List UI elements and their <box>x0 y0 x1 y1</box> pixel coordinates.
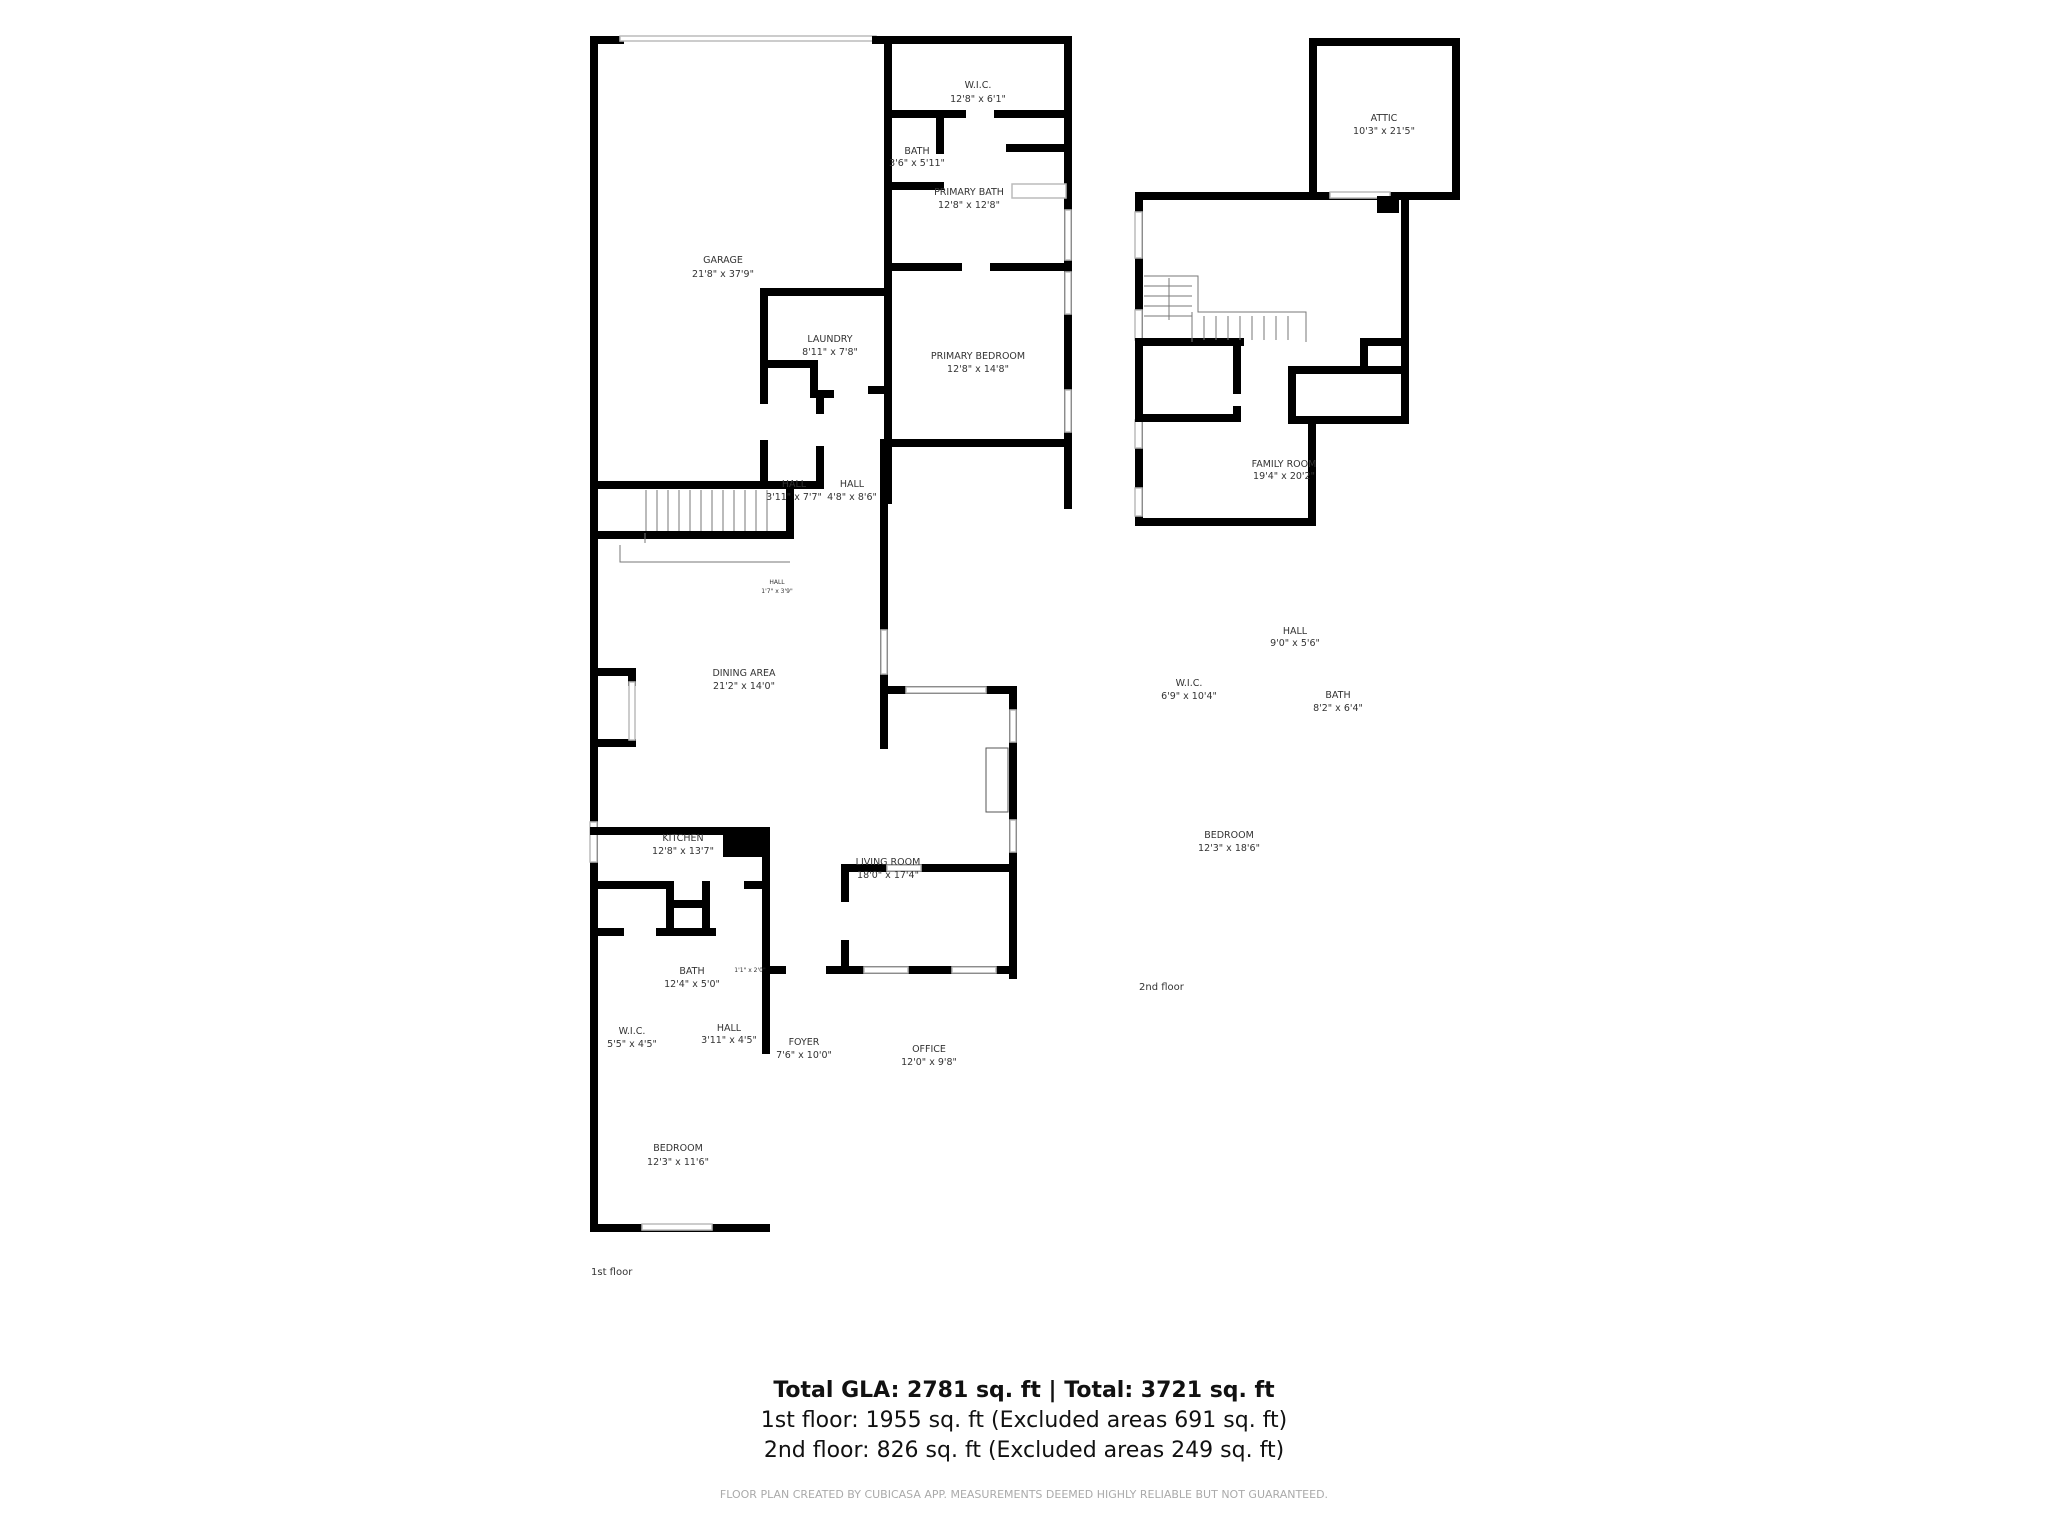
room-laundry: LAUNDRY <box>807 334 852 345</box>
room-dims: 12'8" x 14'8" <box>947 364 1009 375</box>
room-bath: BATH <box>1325 690 1350 701</box>
room-dims: 18'0" x 17'4" <box>857 870 919 881</box>
room-dims: 21'8" x 37'9" <box>692 269 754 280</box>
room-dims: 4'8" x 8'6" <box>827 492 877 503</box>
room-dims: 8'2" x 6'4" <box>1313 703 1363 714</box>
room-dims: 12'8" x 13'7" <box>652 846 714 857</box>
room-living-room: LIVING ROOM <box>856 857 921 868</box>
room-dims: 12'8" x 6'1" <box>950 94 1006 105</box>
room-dims: 7'6" x 10'0" <box>776 1050 832 1061</box>
room-dims: 3'6" x 5'11" <box>889 158 945 169</box>
room-kitchen: KITCHEN <box>662 833 703 844</box>
room-dims: 9'0" x 5'6" <box>1270 638 1320 649</box>
room-garage: GARAGE <box>703 255 743 266</box>
floor-label-2nd: 2nd floor <box>1139 982 1185 993</box>
room-family-room: FAMILY ROOM <box>1252 459 1317 470</box>
second-floor-area: 2nd floor: 826 sq. ft (Excluded areas 24… <box>763 1438 1285 1463</box>
room-dims: 3'11" x 7'7" <box>766 492 822 503</box>
first-floor-area: 1st floor: 1955 sq. ft (Excluded areas 6… <box>760 1408 1288 1433</box>
room-wic: W.I.C. <box>619 1026 646 1037</box>
room-dims: 6'9" x 10'4" <box>1161 691 1217 702</box>
disclaimer: FLOOR PLAN CREATED BY CUBICASA APP. MEAS… <box>719 1488 1329 1501</box>
room-hall: HALL <box>1283 626 1308 637</box>
second-floor-labels: ATTIC 10'3" x 21'5" FAMILY ROOM 19'4" x … <box>1139 113 1415 993</box>
room-bath: BATH <box>904 146 929 157</box>
room-dining-area: DINING AREA <box>712 668 776 679</box>
second-floor-walls <box>1134 38 1460 526</box>
staircase-second-floor <box>1144 275 1307 342</box>
room-dims: 12'4" x 5'0" <box>664 979 720 990</box>
room-dims: 5'5" x 4'5" <box>607 1039 657 1050</box>
room-dims: 19'4" x 20'2" <box>1253 471 1315 482</box>
closet-label: 1'1" x 2'0" <box>734 967 766 974</box>
room-attic: ATTIC <box>1371 113 1398 124</box>
total-area: Total GLA: 2781 sq. ft | Total: 3721 sq.… <box>773 1378 1275 1403</box>
room-primary-bath: PRIMARY BATH <box>934 187 1004 198</box>
floor-label-1st: 1st floor <box>591 1267 633 1278</box>
chimney-block <box>723 831 766 857</box>
room-dims: 3'11" x 4'5" <box>701 1035 757 1046</box>
room-foyer: FOYER <box>789 1037 820 1048</box>
room-dims: 12'8" x 12'8" <box>938 200 1000 211</box>
room-wic: W.I.C. <box>965 80 992 91</box>
room-dims: 10'3" x 21'5" <box>1353 126 1415 137</box>
room-dims: 1'7" x 3'9" <box>761 588 793 595</box>
room-wic: W.I.C. <box>1176 678 1203 689</box>
room-primary-bedroom: PRIMARY BEDROOM <box>931 351 1025 362</box>
room-bedroom: BEDROOM <box>653 1143 703 1154</box>
first-floor-labels: GARAGE 21'8" x 37'9" W.I.C. 12'8" x 6'1"… <box>591 80 1025 1278</box>
stair-treads-first <box>645 490 768 531</box>
room-bath: BATH <box>679 966 704 977</box>
room-dims: 12'3" x 18'6" <box>1198 843 1260 854</box>
room-bedroom: BEDROOM <box>1204 830 1254 841</box>
room-hall: HALL <box>717 1023 742 1034</box>
room-hall: HALL <box>769 579 785 586</box>
room-hall: HALL <box>782 479 807 490</box>
first-floor-walls <box>589 35 1072 1232</box>
room-hall: HALL <box>840 479 865 490</box>
room-dims: 21'2" x 14'0" <box>713 681 775 692</box>
room-dims: 12'3" x 11'6" <box>647 1157 709 1168</box>
room-dims: 12'0" x 9'8" <box>901 1057 957 1068</box>
staircase-first-floor <box>619 533 790 563</box>
room-office: OFFICE <box>912 1044 946 1055</box>
room-dims: 8'11" x 7'8" <box>802 347 858 358</box>
